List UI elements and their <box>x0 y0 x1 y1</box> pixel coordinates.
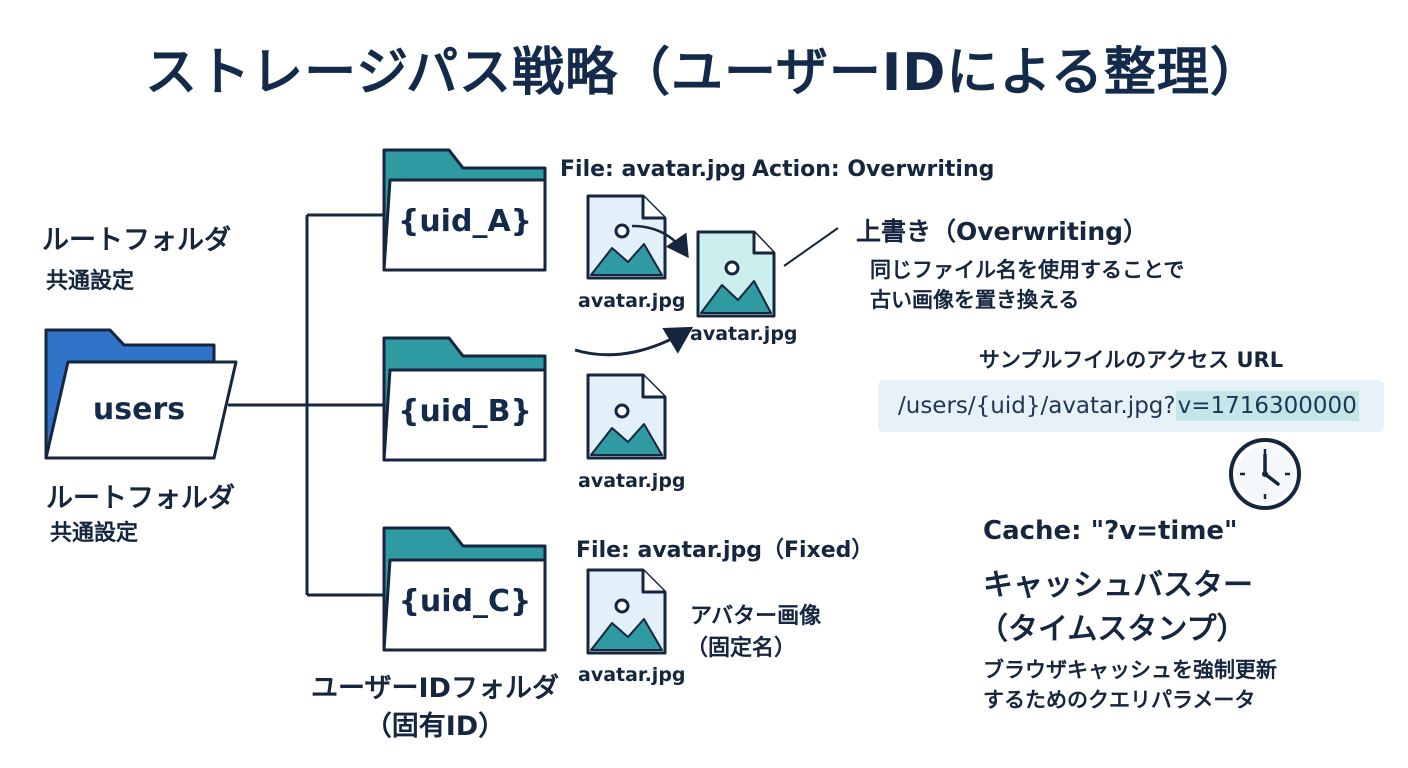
cache-desc-line2: するためのクエリパラメータ <box>983 688 1256 712</box>
url-caption: サンプルフイルのアクセス URL <box>978 348 1284 372</box>
file-a-new-name: avatar.jpg <box>690 323 798 345</box>
cache-desc-line1: ブラウザキャッシュを強制更新 <box>983 658 1277 682</box>
cache-title-line2: （タイムスタンプ） <box>978 612 1247 647</box>
folder-uid-a-icon <box>382 148 547 272</box>
tree-connectors <box>228 213 384 597</box>
overwrite-title: 上書き（Overwriting） <box>856 217 1149 246</box>
file-c-desc-line1: アバター画像 <box>690 604 822 629</box>
cache-label: Cache: "?v=time" <box>983 516 1238 546</box>
overwrite-desc-line2: 古い画像を置き換える <box>870 288 1080 312</box>
root-label-bottom: ルートフォルダ <box>46 483 235 514</box>
root-label-top: ルートフォルダ <box>42 225 231 256</box>
file-b-icon <box>586 373 667 460</box>
folder-uid-a-label: {uid_A} <box>397 204 533 239</box>
file-c-header: File: avatar.jpg（Fixed） <box>576 538 874 563</box>
url-path: /users/{uid}/avatar.jpg? <box>898 393 1176 419</box>
clock-icon <box>1229 438 1301 510</box>
folder-uid-b-icon <box>382 336 547 462</box>
file-b-name: avatar.jpg <box>578 470 686 492</box>
root-sub-top: 共通設定 <box>46 269 135 294</box>
root-sub-bottom: 共通設定 <box>50 521 139 546</box>
overwrite-arrow-small <box>631 224 689 259</box>
file-c-name: avatar.jpg <box>578 664 686 686</box>
folder-uid-b-label: {uid_B} <box>398 394 532 429</box>
file-a-action: Action: Overwriting <box>752 157 995 182</box>
user-folder-caption-line1: ユーザーIDフォルダ <box>311 673 559 704</box>
page-title: ストレージパス戦略（ユーザーIDによる整理） <box>145 43 1263 103</box>
file-a-new-icon <box>696 230 776 318</box>
user-folder-caption-line2: （固有ID） <box>364 711 506 742</box>
file-a-old-name: avatar.jpg <box>578 290 686 312</box>
file-c-icon <box>586 568 667 655</box>
url-query-highlight: v=1716300000 <box>1175 391 1359 421</box>
file-c-desc-line2: （固定名） <box>686 636 797 661</box>
cache-title-line1: キャッシュバスター <box>983 568 1253 603</box>
root-folder-icon <box>44 328 238 460</box>
overwrite-callout-line <box>783 227 839 267</box>
url-text[interactable]: /users/{uid}/avatar.jpg?v=1716300000 <box>898 391 1359 421</box>
folder-uid-c-label: {uid_C} <box>398 584 532 619</box>
overwrite-arrow-large <box>574 326 694 357</box>
root-folder-label: users <box>92 392 186 427</box>
overwrite-desc-line1: 同じファイル名を使用することで <box>870 258 1185 282</box>
file-a-old-icon <box>586 194 667 280</box>
file-a-header: File: avatar.jpg <box>560 157 746 182</box>
folder-uid-c-icon <box>382 526 547 652</box>
